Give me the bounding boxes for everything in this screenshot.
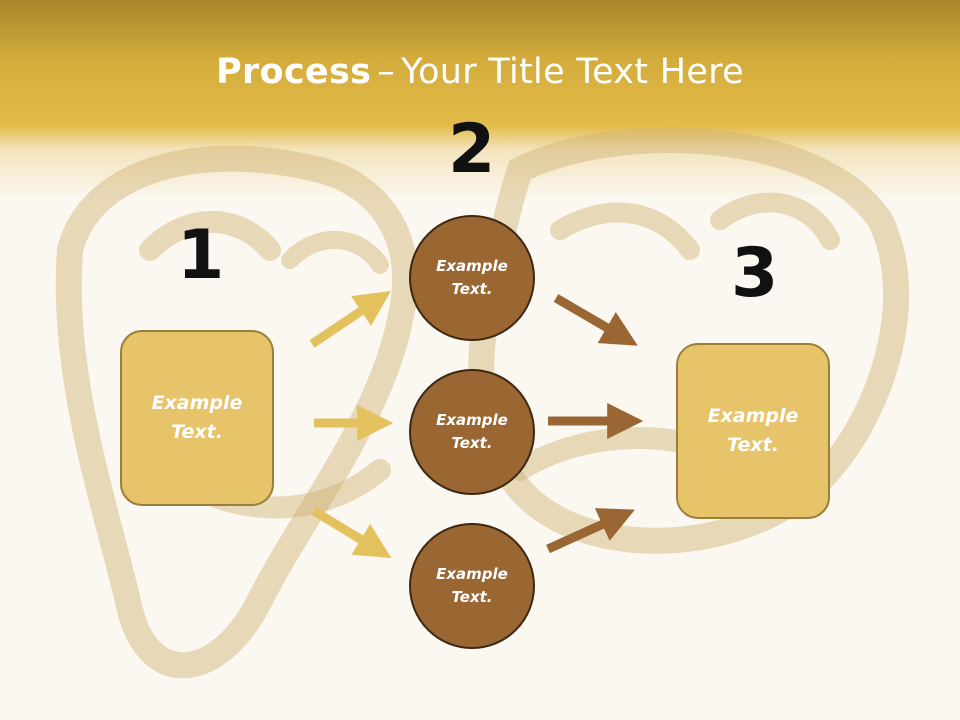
header-band (0, 0, 960, 200)
title-rest: Your Title Text Here (401, 52, 744, 92)
step-2-circle-middle-text: Example Text. (436, 411, 508, 452)
arrow-2a-to-3 (553, 294, 638, 346)
step-2-number: 2 (448, 110, 496, 189)
step-2-circle-top[interactable]: Example Text. (409, 215, 535, 341)
step-1-box[interactable]: Example Text. (120, 330, 274, 506)
step-3-text: Example Text. (707, 405, 799, 456)
step-3-number: 3 (731, 234, 779, 313)
step-2-circle-top-text: Example Text. (436, 257, 508, 298)
step-3-box[interactable]: Example Text. (676, 343, 830, 519)
arrow-1-to-2c (311, 507, 392, 559)
arrow-1-to-2a (309, 290, 391, 348)
title-separator: – (377, 52, 396, 92)
step-1-number: 1 (177, 216, 225, 295)
step-2-circle-middle[interactable]: Example Text. (409, 369, 535, 495)
step-2-circle-bottom-text: Example Text. (436, 565, 508, 606)
step-2-circle-bottom[interactable]: Example Text. (409, 523, 535, 649)
page-title: Process–Your Title Text Here (0, 52, 960, 92)
arrow-2c-to-3 (546, 508, 635, 554)
title-strong: Process (216, 52, 372, 92)
step-1-text: Example Text. (151, 392, 243, 443)
